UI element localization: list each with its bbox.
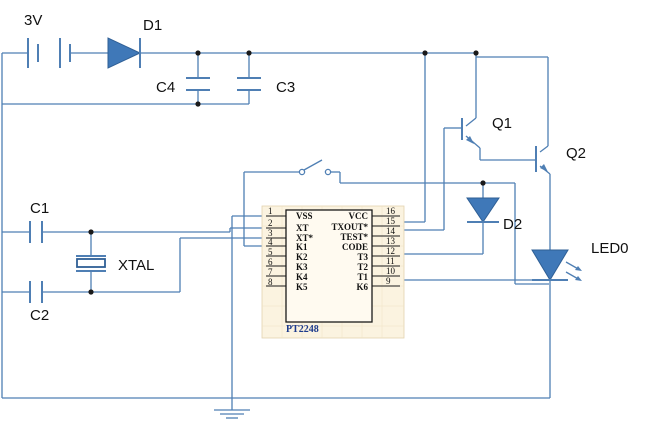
pin-number: 16 xyxy=(386,206,396,216)
pin-name: K1 xyxy=(296,242,308,252)
chip-pt2248: 1 VSS 2 XT 3 XT* 4 K1 5 K2 6 K3 7 K4 8 K… xyxy=(261,205,405,339)
led-icon xyxy=(531,249,582,281)
capacitor-c4-icon xyxy=(186,77,210,91)
c2-label: C2 xyxy=(30,307,49,324)
switch-icon xyxy=(298,159,332,176)
diode-d1-icon xyxy=(107,37,142,69)
d1-label: D1 xyxy=(143,17,162,34)
chip-name: PT2248 xyxy=(286,324,319,335)
capacitor-c2-icon xyxy=(29,281,43,303)
c3-label: C3 xyxy=(276,79,295,96)
c4-label: C4 xyxy=(156,79,175,96)
led-label: LED0 xyxy=(591,240,629,257)
pin-name: TXOUT* xyxy=(331,222,368,232)
transistor-q1-icon xyxy=(460,118,474,144)
pin-number: 3 xyxy=(268,228,273,238)
pin-name: K4 xyxy=(296,272,308,282)
pin-number: 10 xyxy=(386,266,396,276)
pin-name: CODE xyxy=(342,242,368,252)
wires xyxy=(1,52,551,410)
battery-label: 3V xyxy=(24,12,42,29)
pin-name: K5 xyxy=(296,282,308,292)
pin-name: T3 xyxy=(357,252,368,262)
pin-name: XT* xyxy=(296,233,314,243)
pin-number: 9 xyxy=(386,276,391,286)
pin-number: 8 xyxy=(268,277,273,287)
crystal-icon xyxy=(76,255,106,272)
q2-label: Q2 xyxy=(566,145,586,162)
pin-name: VCC xyxy=(349,211,369,221)
capacitor-c3-icon xyxy=(237,77,261,91)
pin-name: K6 xyxy=(356,282,368,292)
pin-number: 11 xyxy=(386,256,395,266)
pin-name: T2 xyxy=(357,262,368,272)
d2-label: D2 xyxy=(503,216,522,233)
junction-dots xyxy=(88,50,486,295)
pin-number: 2 xyxy=(268,218,273,228)
pin-name: K2 xyxy=(296,252,308,262)
q1-label: Q1 xyxy=(492,115,512,132)
pin-name: XT xyxy=(296,223,309,233)
pin-name: T1 xyxy=(357,272,368,282)
diode-d2-icon xyxy=(466,197,500,223)
capacitor-c1-icon xyxy=(29,221,43,243)
pin-number: 7 xyxy=(268,267,273,277)
pin-name: TEST* xyxy=(340,232,368,242)
pin-number: 4 xyxy=(268,237,273,247)
transistor-q2-icon xyxy=(534,146,548,172)
pin-name: VSS xyxy=(296,211,313,221)
pin-number: 6 xyxy=(268,257,273,267)
ground-icon xyxy=(214,409,250,419)
pin-number: 15 xyxy=(386,216,396,226)
pin-number: 13 xyxy=(386,236,396,246)
pin-number: 5 xyxy=(268,247,273,257)
battery-icon xyxy=(27,38,71,68)
c1-label: C1 xyxy=(30,200,49,217)
xtal-label: XTAL xyxy=(118,257,154,274)
pin-name: K3 xyxy=(296,262,308,272)
pin-number: 14 xyxy=(386,226,396,236)
pin-number: 1 xyxy=(268,206,273,216)
pin-number: 12 xyxy=(386,246,395,256)
